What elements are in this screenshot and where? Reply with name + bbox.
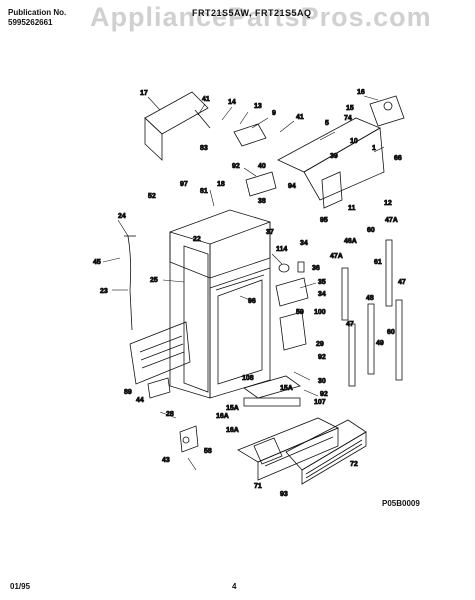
callout-5: 5 (325, 120, 329, 127)
callout-61: 61 (374, 259, 382, 266)
callout-114: 114 (276, 246, 287, 253)
watermark: AppliancePartsPros.com (90, 2, 432, 32)
callout-41: 41 (202, 96, 210, 103)
model-number: FRT21S5AW, FRT21S5AQ (192, 8, 312, 18)
callout-22: 22 (193, 236, 201, 243)
callout-28: 28 (166, 411, 174, 418)
callout-34-b: 34 (318, 291, 326, 298)
callout-93: 93 (280, 491, 288, 498)
publication-number: 5995262661 (8, 18, 53, 27)
callout-92-b: 92 (318, 354, 326, 361)
publication-info: Publication No. 5995262661 (8, 8, 66, 28)
callout-25: 25 (150, 277, 158, 284)
page-number: 4 (232, 582, 237, 591)
callout-47-b: 47 (346, 321, 354, 328)
callout-48: 48 (366, 295, 374, 302)
leader-lines (102, 95, 385, 471)
callout-16A: 16A (216, 413, 229, 420)
callout-35: 35 (318, 279, 326, 286)
callout-60: 60 (367, 227, 375, 234)
callout-34: 34 (300, 240, 308, 247)
callout-66: 66 (394, 155, 402, 162)
control-box (369, 95, 405, 127)
callout-45: 45 (93, 259, 101, 266)
callout-14: 14 (228, 99, 236, 106)
callout-58: 58 (204, 448, 212, 455)
compressor-relay (147, 377, 171, 399)
callout-47A-b: 47A (330, 253, 343, 260)
callout-36: 36 (312, 265, 320, 272)
callout-40: 40 (258, 163, 266, 170)
callout-37: 37 (266, 229, 274, 236)
lower-hinge (179, 425, 199, 453)
light-switch (297, 261, 305, 273)
rear-panel (129, 321, 191, 385)
damper (245, 171, 277, 197)
callout-12: 12 (384, 200, 392, 207)
callout-13: 13 (254, 103, 262, 110)
callout-74: 74 (344, 115, 352, 122)
callout-11: 11 (348, 205, 356, 212)
callout-17: 17 (140, 90, 148, 97)
callout-15A-b: 15A (226, 405, 239, 412)
callout-52: 52 (148, 193, 156, 200)
callout-47A: 47A (385, 217, 398, 224)
callout-24: 24 (118, 213, 126, 220)
toe-grille (237, 417, 339, 481)
callout-16: 16 (357, 89, 365, 96)
callout-16A-b: 16A (226, 427, 239, 434)
callout-92: 92 (232, 163, 240, 170)
callout-47: 47 (398, 279, 406, 286)
callout-39: 39 (330, 153, 338, 160)
lower-grille (285, 419, 367, 485)
publication-label: Publication No. (8, 8, 67, 17)
callout-96: 96 (248, 298, 256, 305)
callout-15A: 15A (280, 385, 293, 392)
callout-95: 95 (320, 217, 328, 224)
callout-94: 94 (288, 183, 296, 190)
callout-92-c: 92 (320, 391, 328, 398)
latch-housing (279, 311, 307, 351)
footer-date: 01/95 (10, 582, 31, 591)
light-shield (275, 277, 309, 307)
callout-29: 29 (316, 341, 324, 348)
light-socket (278, 263, 290, 273)
top-assembly (144, 91, 267, 161)
callout-30: 30 (318, 378, 326, 385)
callout-43: 43 (162, 457, 170, 464)
shelf-rails (341, 239, 403, 387)
callout-72: 72 (350, 461, 358, 468)
callout-59: 59 (296, 309, 304, 316)
callout-10: 10 (350, 138, 358, 145)
evaporator-cover (277, 117, 385, 209)
callout-41-b: 41 (296, 114, 304, 121)
diagram-code: P05B0009 (382, 499, 420, 508)
cabinet (169, 209, 271, 399)
callout-97: 97 (180, 181, 188, 188)
callout-107: 107 (314, 399, 326, 406)
callout-9: 9 (272, 110, 276, 117)
grille-clip (253, 437, 283, 465)
callout-83: 83 (200, 145, 208, 152)
callout-23: 23 (100, 288, 108, 295)
callout-18: 18 (217, 181, 225, 188)
callout-44: 44 (136, 397, 144, 404)
callout-100: 100 (314, 309, 326, 316)
callout-71: 71 (254, 483, 262, 490)
callout-108: 108 (242, 375, 254, 382)
callout-60-b: 60 (387, 329, 395, 336)
callout-15: 15 (346, 105, 354, 112)
callout-49: 49 (376, 340, 384, 347)
callout-1: 1 (372, 145, 376, 152)
callout-38: 38 (258, 198, 266, 205)
callout-81: 81 (200, 188, 208, 195)
callout-labels: 17 41 14 13 9 41 5 16 15 74 83 10 1 92 4… (93, 89, 407, 499)
callout-46A: 46A (344, 238, 357, 245)
drain-pan (243, 375, 301, 407)
callout-89: 89 (124, 389, 132, 396)
